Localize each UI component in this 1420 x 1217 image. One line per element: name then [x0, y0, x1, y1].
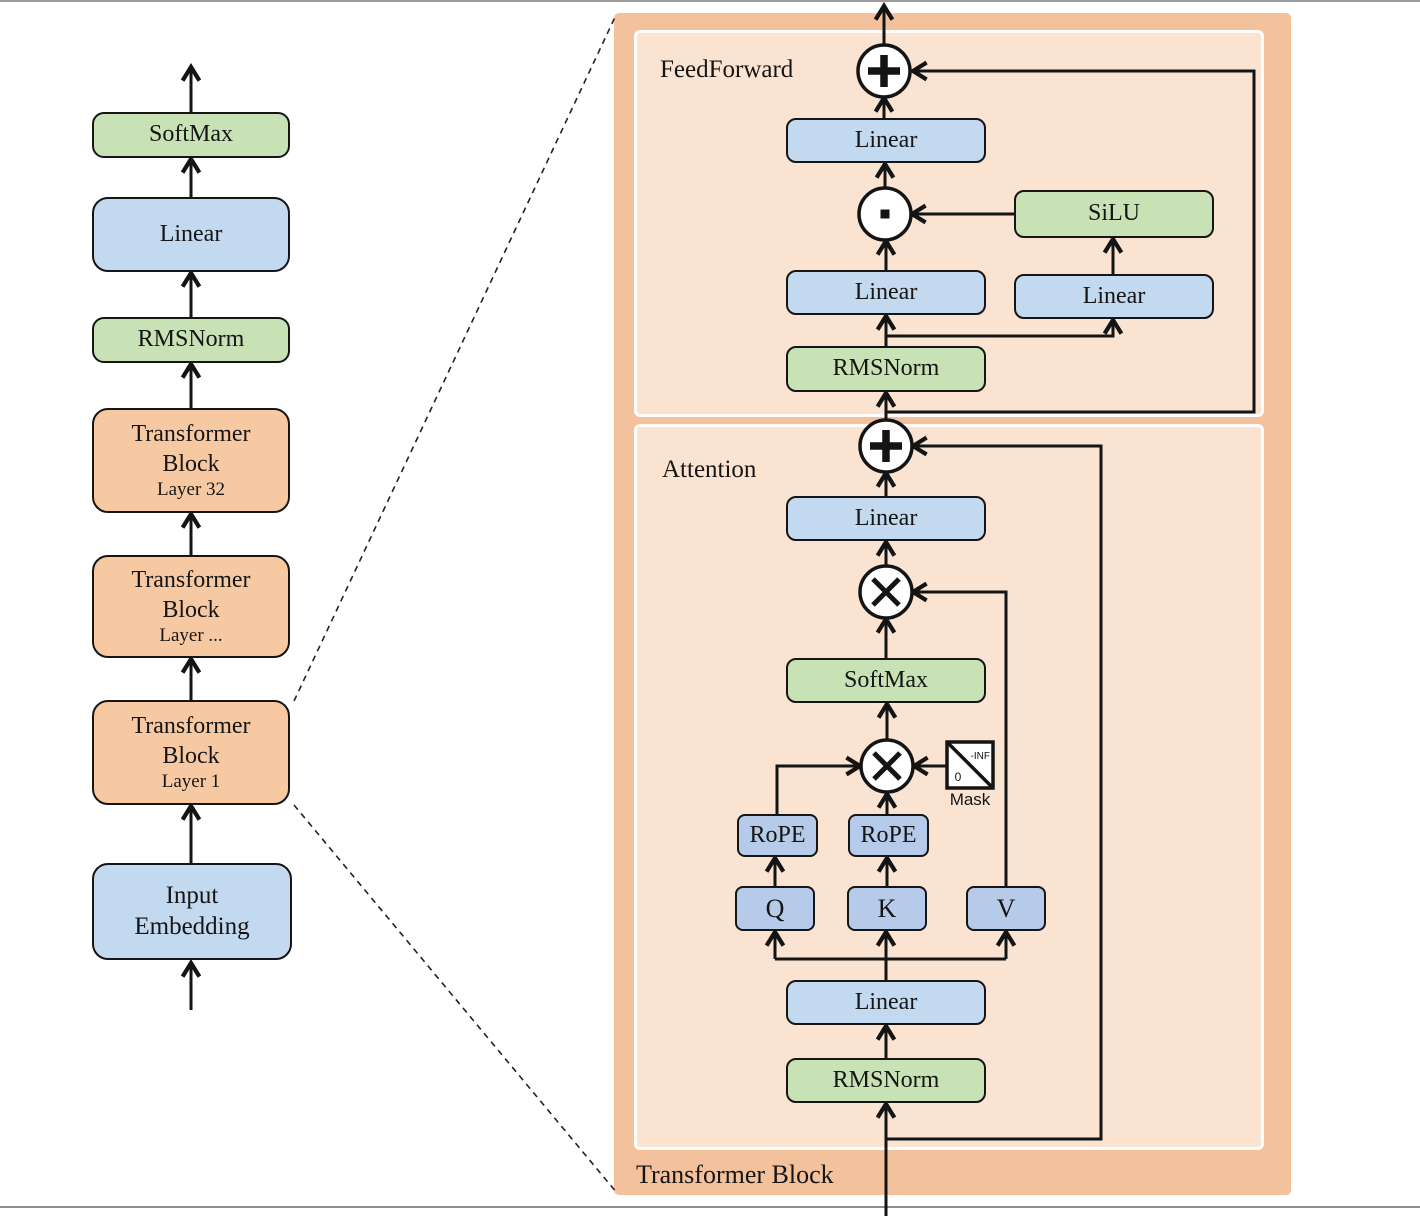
mask-zero-label: 0 [955, 770, 962, 784]
input-embedding-line2: Embedding [134, 912, 250, 940]
transformer-block-layer-1: Transformer Block Layer 1 [92, 700, 290, 805]
bottom-border-line [0, 1206, 1420, 1208]
v-label: V [996, 893, 1016, 923]
k-block: K [847, 886, 927, 931]
ff-linear-up-label: Linear [1082, 282, 1146, 309]
ff-rmsnorm-label: RMSNorm [832, 355, 940, 382]
attention-qk-matmul-icon [859, 738, 915, 794]
rope-q-block: RoPE [737, 814, 818, 857]
mask-label: Mask [950, 790, 991, 809]
attention-wires [764, 435, 1103, 1216]
tb32-layer-label: Layer 32 [156, 478, 226, 500]
tb32-line1: Transformer [131, 421, 251, 448]
ff-silu-label: SiLU [1087, 200, 1140, 227]
ff-rmsnorm-block: RMSNorm [786, 346, 986, 392]
transformer-block-layer-32: Transformer Block Layer 32 [92, 408, 290, 513]
attention-rmsnorm-label: RMSNorm [832, 1066, 940, 1093]
left-rmsnorm-block: RMSNorm [92, 317, 290, 363]
transformer-block-title: Transformer Block [636, 1160, 834, 1189]
ff-add-icon [856, 43, 912, 99]
mask-neg-inf-label: -INF [971, 751, 990, 762]
attention-linear-out-block: Linear [786, 496, 986, 541]
input-embedding-line1: Input [165, 882, 219, 909]
left-linear-block: Linear [92, 197, 290, 272]
tb1-line1: Transformer [131, 713, 251, 740]
attention-linear-out-label: Linear [854, 504, 918, 531]
top-border-line [0, 0, 1420, 2]
q-label: Q [765, 893, 785, 923]
feedforward-label: FeedForward [660, 56, 794, 83]
attention-softmax-label: SoftMax [844, 666, 928, 693]
attention-av-matmul-icon [858, 564, 914, 620]
ff-linear-gate-label: Linear [854, 278, 918, 305]
zoom-guide-dashed-lines [293, 14, 618, 1194]
ff-linear-out-block: Linear [786, 118, 986, 163]
left-rmsnorm-label: RMSNorm [137, 326, 245, 353]
rope-k-label: RoPE [860, 821, 917, 848]
input-embedding-block: Input Embedding [92, 863, 292, 960]
ff-silu-block: SiLU [1014, 190, 1214, 238]
rope-k-block: RoPE [848, 814, 929, 857]
attention-add-icon [858, 418, 914, 474]
tbdots-line1: Transformer [131, 567, 251, 594]
tbdots-layer-label: Layer ... [159, 624, 223, 646]
tb1-layer-label: Layer 1 [161, 770, 221, 792]
rope-q-label: RoPE [749, 821, 806, 848]
ff-linear-out-label: Linear [854, 126, 918, 153]
feedforward-wires [873, 1, 1256, 420]
transformer-block-layer-dots: Transformer Block Layer ... [92, 555, 290, 658]
tbdots-line2: Block [162, 596, 220, 623]
attention-rmsnorm-block: RMSNorm [786, 1058, 986, 1103]
ff-elementwise-product-icon [857, 186, 913, 242]
left-linear-label: Linear [159, 220, 223, 247]
tb1-line2: Block [162, 742, 220, 769]
k-label: K [877, 893, 897, 923]
tb32-line2: Block [162, 450, 220, 477]
attention-label: Attention [662, 456, 757, 483]
ff-linear-gate-block: Linear [786, 270, 986, 315]
attention-softmax-block: SoftMax [786, 658, 986, 703]
left-softmax-label: SoftMax [149, 121, 233, 148]
q-block: Q [735, 886, 815, 931]
attention-linear-in-label: Linear [854, 988, 918, 1015]
ff-linear-up-block: Linear [1014, 274, 1214, 319]
mask-icon: -INF 0 [945, 740, 995, 790]
v-block: V [966, 886, 1046, 931]
attention-linear-in-block: Linear [786, 980, 986, 1025]
left-softmax-block: SoftMax [92, 112, 290, 158]
